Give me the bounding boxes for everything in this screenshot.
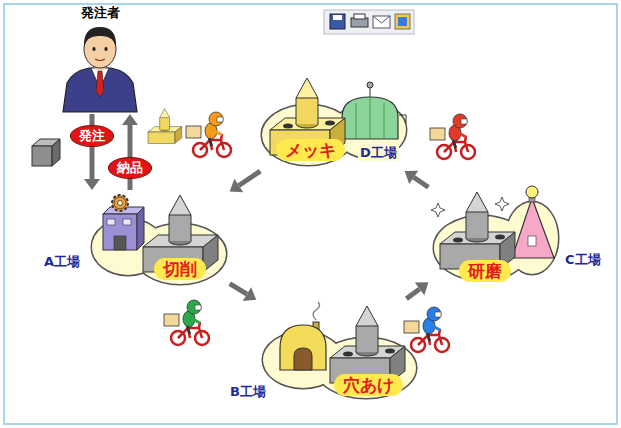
courier-bicycle: [164, 300, 209, 345]
orderer-figure: 発注者: [55, 5, 145, 112]
toolbar-icons: [324, 10, 414, 34]
factory-node: メッキ D工場: [258, 75, 408, 170]
factory-node: 研磨C工場: [430, 180, 560, 285]
factory-label: C工場: [563, 252, 603, 268]
flow-arrow: [122, 114, 138, 190]
factory-label: B工場: [228, 384, 268, 400]
edge-label: 納品: [108, 157, 152, 179]
orderer-label: 発注者: [81, 5, 120, 21]
finished-part: [148, 109, 182, 144]
frame: [4, 4, 617, 424]
factory-node: 穴あけB工場: [258, 300, 418, 400]
courier-bicycle: [404, 307, 449, 352]
courier-bicycle: [186, 112, 231, 157]
process-label: 穴あけ: [334, 374, 403, 396]
process-label: メッキ: [276, 139, 345, 161]
flow-arrow: [230, 284, 257, 301]
factory-label: D工場: [358, 145, 399, 161]
edge-label: 発注: [70, 125, 114, 147]
flow-arrow: [405, 171, 429, 188]
courier-bicycle: [430, 114, 475, 159]
flow-arrow: [230, 171, 261, 192]
node-shape: [55, 5, 145, 112]
raw-material-cube: [32, 139, 60, 166]
process-label: 研磨: [459, 260, 511, 282]
process-label: 切削: [154, 258, 206, 280]
flow-arrow: [406, 282, 428, 298]
factory-label: A工場: [42, 254, 82, 270]
factory-node: 切削A工場: [88, 192, 228, 287]
flow-arrow: [84, 114, 100, 190]
